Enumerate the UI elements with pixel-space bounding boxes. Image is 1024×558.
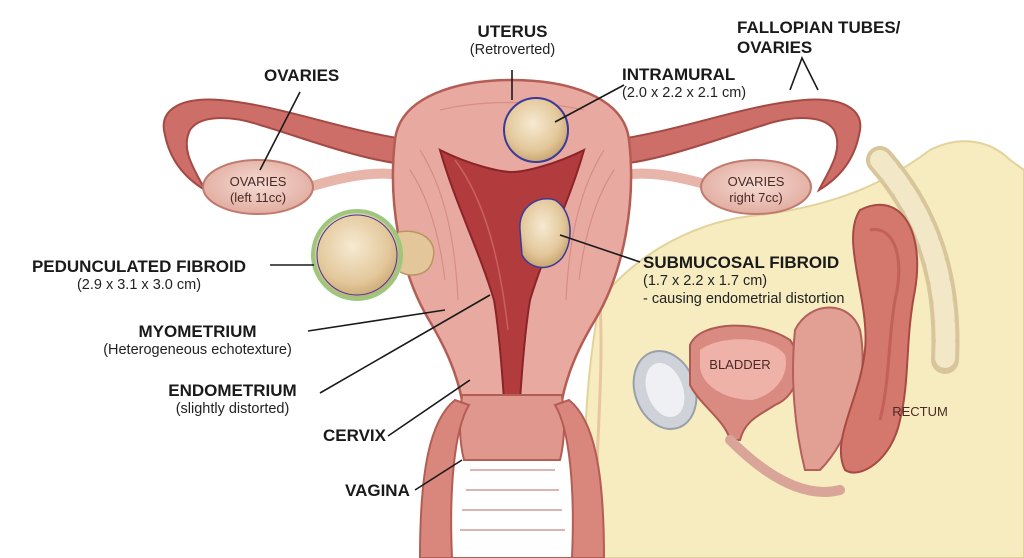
- bladder-label: BLADDER: [700, 357, 780, 373]
- left-ovary-line2: (left 11cc): [229, 190, 287, 206]
- leader-lines: [259, 56, 819, 491]
- perineum: [725, 435, 845, 497]
- submucosal-size: (1.7 x 2.2 x 1.7 cm): [643, 273, 768, 290]
- pedunculated-fibroid: [311, 209, 403, 301]
- myometrium-title: MYOMETRIUM: [138, 322, 257, 341]
- spine: [866, 146, 960, 374]
- submucosal-fibroid: [519, 198, 571, 269]
- intramural-label: INTRAMURAL (2.0 x 2.2 x 2.1 cm): [622, 65, 746, 103]
- myometrium-note: (Heterogeneous echotexture): [103, 342, 292, 359]
- right-ovary-line1: OVARIES: [727, 174, 785, 189]
- tubes-line1: FALLOPIAN TUBES/: [737, 18, 901, 37]
- pedunculated-label: PEDUNCULATED FIBROID (2.9 x 3.1 x 3.0 cm…: [14, 257, 264, 295]
- submucosal-label: SUBMUCOSAL FIBROID (1.7 x 2.2 x 1.7 cm) …: [643, 253, 893, 308]
- pedunculated-title: PEDUNCULATED FIBROID: [31, 257, 247, 276]
- cervix-title: CERVIX: [323, 426, 386, 445]
- endometrium-note: (slightly distorted): [175, 401, 290, 418]
- left-ovary-line1: OVARIES: [229, 174, 287, 189]
- ovaries-title: OVARIES: [264, 66, 340, 85]
- intramural-title: INTRAMURAL: [622, 65, 736, 84]
- intramural-fibroid: [503, 97, 569, 163]
- pedunculated-size: (2.9 x 3.1 x 3.0 cm): [76, 277, 202, 294]
- sagittal-pelvis: [583, 140, 1024, 558]
- myometrium-label: MYOMETRIUM (Heterogeneous echotexture): [80, 322, 315, 360]
- bladder-text: BLADDER: [709, 357, 771, 372]
- right-fallopian-tube: [613, 98, 862, 193]
- ovaries-label: OVARIES: [264, 66, 339, 86]
- uterus-label: UTERUS (Retroverted): [430, 22, 595, 60]
- vagina: [418, 398, 606, 558]
- left-ovary-label: OVARIES (left 11cc): [213, 174, 303, 207]
- left-ovary: [202, 159, 314, 215]
- uterus-title: UTERUS: [477, 22, 548, 41]
- endometrium-label: ENDOMETRIUM (slightly distorted): [150, 381, 315, 419]
- rectum-text: RECTUM: [892, 404, 948, 419]
- vagina-title: VAGINA: [345, 481, 410, 500]
- tubes-label: FALLOPIAN TUBES/ OVARIES: [737, 18, 912, 59]
- right-ovary: [700, 159, 812, 215]
- tubes-line2: OVARIES: [737, 38, 813, 58]
- uterus-subtitle: (Retroverted): [469, 42, 556, 59]
- right-ovary-label: OVARIES right 7cc): [711, 174, 801, 207]
- right-ovary-line2: right 7cc): [729, 190, 783, 206]
- submucosal-note: - causing endometrial distortion: [643, 290, 845, 307]
- vagina-label: VAGINA: [345, 481, 410, 501]
- fibroid-stalk: [397, 230, 435, 276]
- rectum-label: RECTUM: [880, 404, 960, 420]
- submucosal-title: SUBMUCOSAL FIBROID: [643, 253, 840, 272]
- intramural-size: (2.0 x 2.2 x 2.1 cm): [622, 85, 747, 102]
- endometrium-title: ENDOMETRIUM: [168, 381, 297, 400]
- cervix: [458, 394, 566, 461]
- cervix-label: CERVIX: [323, 426, 386, 446]
